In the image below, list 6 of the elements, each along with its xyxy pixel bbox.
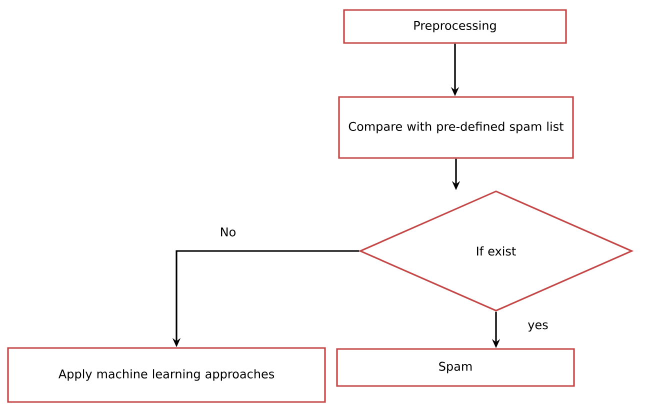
process-box: Apply machine learning approaches (7, 347, 326, 403)
edge-label: yes (526, 321, 550, 333)
process-box: Spam (336, 348, 575, 387)
process-box: Compare with pre-defined spam list (338, 96, 574, 159)
edge-label: No (218, 226, 238, 238)
process-box: Preprocessing (343, 9, 567, 44)
